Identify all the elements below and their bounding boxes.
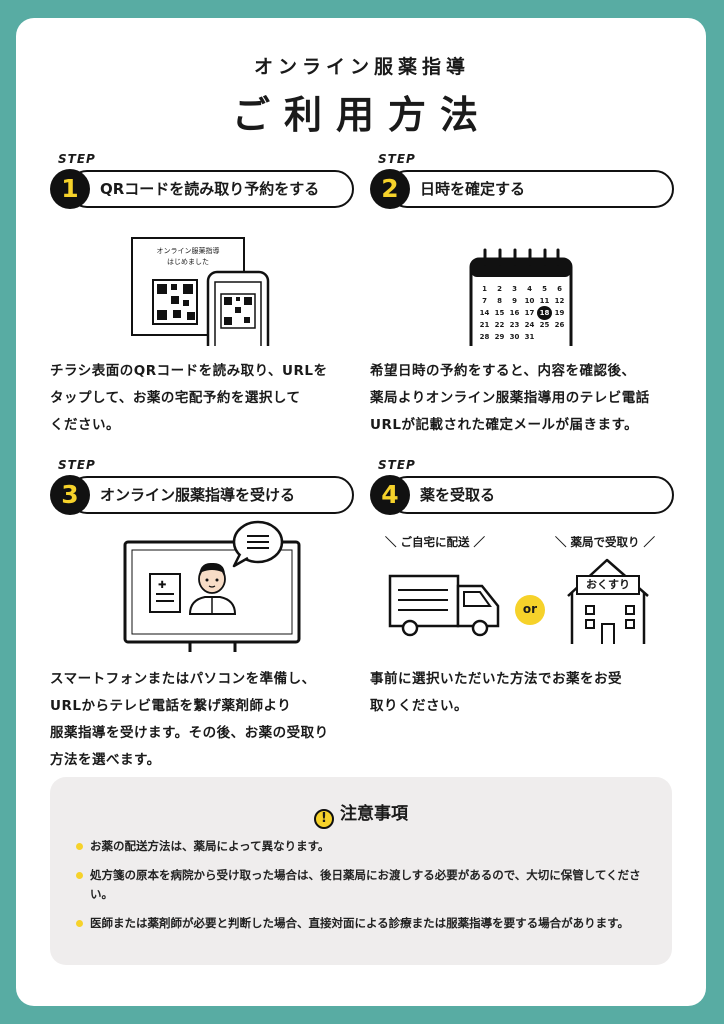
step-number: 4 [370, 475, 410, 515]
step-tag: STEP [58, 152, 96, 166]
calendar-day: 1 [482, 285, 487, 293]
qr-illustration: オンライン服薬指導 はじめました [50, 208, 355, 346]
step-label: 日時を確定する [420, 180, 526, 198]
step-number: 1 [50, 169, 90, 209]
calendar-day: 29 [494, 333, 505, 341]
step-header: 3 オンライン服薬指導を受ける [50, 475, 355, 515]
monitor-pharmacist-icon: ✚ [123, 520, 301, 652]
step-3: STEP 3 オンライン服薬指導を受ける ✚ スマー [50, 458, 355, 774]
step-header: 2 日時を確定する [370, 169, 675, 209]
calendar-day: 12 [554, 297, 565, 305]
calendar-day: 22 [494, 321, 505, 329]
video-call-illustration: ✚ [50, 514, 355, 652]
step-description: チラシ表面のQRコードを読み取り、URLを タップして、お薬の宅配予約を選択して… [50, 363, 328, 433]
truck-pharmacy-icon [388, 558, 649, 644]
exclamation-icon: ! [314, 809, 334, 829]
notes-list: お薬の配送方法は、薬局によって異なります。 処方箋の原本を病院から受け取った場合… [76, 837, 656, 943]
calendar-day: 7 [482, 297, 487, 305]
list-item: 医師または薬剤師が必要と判断した場合、直接対面による診療または服薬指導を要する場… [76, 914, 656, 933]
calendar-day: 6 [557, 285, 562, 293]
flyer-phone-qr-icon [131, 237, 270, 346]
page-subtitle: オンライン服薬指導 [253, 56, 470, 78]
step-tag: STEP [378, 458, 416, 472]
calendar-day: 3 [512, 285, 517, 293]
calendar-day: 21 [479, 321, 490, 329]
step-description: 事前に選択いただいた方法でお薬をお受 取りください。 [370, 671, 622, 714]
calendar-day: 10 [524, 297, 535, 305]
notes-box: !注意事項 お薬の配送方法は、薬局によって異なります。 処方箋の原本を病院から受… [50, 777, 672, 965]
step-description: スマートフォンまたはパソコンを準備し、 URLからテレビ電話を繋げ薬剤師より 服… [50, 671, 329, 768]
calendar-day: 2 [497, 285, 502, 293]
step-number: 3 [50, 475, 90, 515]
option-delivery-label: ＼ ご自宅に配送 ／ [385, 535, 486, 549]
calendar-day: 9 [512, 297, 517, 305]
flyer-text: はじめました [167, 258, 209, 266]
calendar-day: 26 [554, 321, 565, 329]
list-item: 処方箋の原本を病院から受け取った場合は、後日薬局にお渡しする必要があるので、大切… [76, 866, 656, 904]
calendar-day: 25 [539, 321, 550, 329]
calendar-day: 18 [537, 306, 552, 320]
step-number: 2 [370, 169, 410, 209]
step-tag: STEP [58, 458, 96, 472]
notes-title: !注意事項 [50, 799, 672, 829]
step-4: STEP 4 薬を受取る ＼ ご自宅に配送 ／ ＼ 薬局で受取り ／ [370, 458, 675, 720]
calendar-day: 15 [494, 309, 505, 317]
step-header: 1 QRコードを読み取り予約をする [50, 169, 355, 209]
flyer-text: オンライン服薬指導 [156, 247, 220, 255]
step-header: 4 薬を受取る [370, 475, 675, 515]
calendar-day: 19 [554, 309, 565, 317]
step-tag: STEP [378, 152, 416, 166]
calendar-day: 11 [539, 297, 550, 305]
list-item: お薬の配送方法は、薬局によって異なります。 [76, 837, 656, 856]
or-badge: or [522, 602, 538, 616]
calendar-day: 16 [509, 309, 520, 317]
calendar-day: 30 [509, 333, 520, 341]
option-pharmacy-label: ＼ 薬局で受取り ／ [555, 535, 656, 549]
calendar-day: 14 [479, 309, 490, 317]
svg-text:✚: ✚ [158, 580, 166, 591]
calendar-day: 28 [479, 333, 490, 341]
calendar-day: 23 [509, 321, 520, 329]
calendar-icon [469, 248, 573, 346]
step-label: QRコードを読み取り予約をする [100, 180, 320, 198]
page-title: ご利用方法 [231, 93, 492, 137]
calendar-day: 31 [524, 333, 535, 341]
shop-sign: おくすり [586, 578, 630, 591]
step-1: STEP 1 QRコードを読み取り予約をする オンライ [50, 152, 355, 439]
calendar-day: 8 [497, 297, 502, 305]
step-label: オンライン服薬指導を受ける [100, 486, 296, 504]
calendar-day: 17 [524, 309, 535, 317]
step-description: 希望日時の予約をすると、内容を確認後、 薬局よりオンライン服薬指導用のテレビ電話… [370, 363, 650, 433]
calendar-day: 24 [524, 321, 535, 329]
delivery-options-illustration: ＼ ご自宅に配送 ／ ＼ 薬局で受取り ／ or おくすり [370, 514, 675, 652]
calendar-day: 4 [527, 285, 532, 293]
step-label: 薬を受取る [420, 486, 496, 504]
calendar-day: 5 [542, 285, 547, 293]
